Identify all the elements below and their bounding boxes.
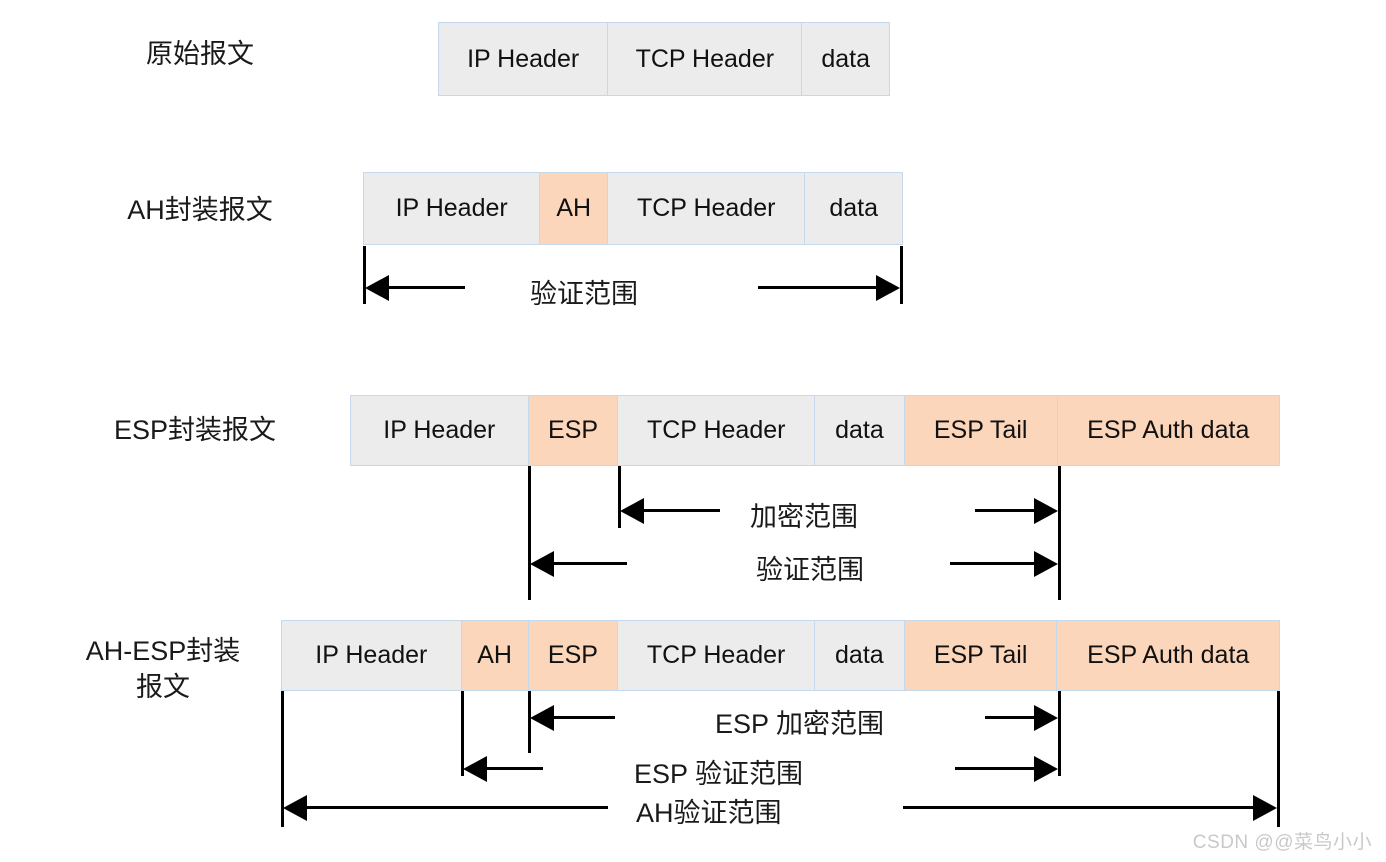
esp-encrypt-arrow-line-left (625, 509, 720, 512)
ah-scope-label: 验证范围 (524, 272, 644, 311)
esp-encrypt-arrow-line-left (535, 716, 615, 719)
esp-encrypt-scope-label: ESP 加密范围 (709, 702, 891, 741)
field-ip-header: IP Header (351, 396, 529, 465)
esp-encrypt-arrowhead-right (1034, 705, 1058, 731)
row-label-original: 原始报文 (146, 39, 254, 69)
esp-encrypt-arrowhead-left (530, 705, 554, 731)
esp-encrypt-scope-left-tick (528, 691, 531, 753)
ah-scope-arrow-line-right (758, 286, 878, 289)
packet-original: IP Header TCP Header data (438, 22, 890, 96)
field-data: data (805, 173, 902, 244)
ah-scope-right-tick (900, 246, 903, 304)
esp-encrypt-arrow-line-right (985, 716, 1038, 719)
field-tcp-header: TCP Header (618, 396, 816, 465)
esp-auth-arrow-line-left (468, 767, 543, 770)
field-esp-tail: ESP Tail (904, 621, 1058, 690)
esp-auth-arrow-line-right (955, 767, 1038, 770)
esp-encrypt-arrow-line-right (975, 509, 1038, 512)
row-label-esp: ESP封装报文 (113, 415, 277, 445)
esp-auth-arrow-line-left (535, 562, 627, 565)
field-data: data (814, 621, 905, 690)
esp-auth-arrowhead-right (1034, 756, 1058, 782)
esp-auth-scope-left-tick (528, 466, 531, 600)
field-data: data (802, 23, 889, 95)
esp-encrypt-scope-left-tick (618, 466, 621, 528)
field-tcp-header: TCP Header (608, 23, 803, 95)
ah-auth-arrowhead-left (283, 795, 307, 821)
esp-auth-arrowhead-right (1034, 551, 1058, 577)
ah-auth-scope-label: AH验证范围 (630, 791, 788, 830)
field-tcp-header: TCP Header (608, 173, 806, 244)
ah-scope-left-tick (281, 691, 284, 827)
esp-auth-arrow-line-right (950, 562, 1038, 565)
ah-scope-right-tick (1277, 691, 1280, 827)
field-esp-auth-data: ESP Auth data (1057, 396, 1280, 465)
field-ip-header: IP Header (439, 23, 609, 95)
ah-scope-arrow-line-left (370, 286, 465, 289)
esp-auth-arrowhead-left (530, 551, 554, 577)
ah-scope-arrowhead-right (876, 275, 900, 301)
ah-scope-left-tick (363, 246, 366, 304)
esp-encrypt-scope-label: 加密范围 (744, 495, 864, 534)
packet-esp: IP Header ESP TCP Header data ESP Tail E… (350, 395, 1280, 466)
esp-auth-scope-label: ESP 验证范围 (628, 752, 810, 791)
ah-auth-arrowhead-right (1253, 795, 1277, 821)
field-ah: AH (461, 621, 529, 690)
row-label-ah-esp: AH-ESP封装 报文 (85, 636, 241, 703)
packet-ah: IP Header AH TCP Header data (363, 172, 903, 245)
field-tcp-header: TCP Header (618, 621, 815, 690)
field-ip-header: IP Header (364, 173, 541, 244)
row-label-ah: AH封装报文 (127, 195, 273, 225)
esp-encrypt-arrowhead-left (620, 498, 644, 524)
field-ip-header: IP Header (282, 621, 462, 690)
field-esp-auth-data: ESP Auth data (1057, 621, 1279, 690)
ah-scope-arrowhead-left (365, 275, 389, 301)
ah-auth-arrow-line-left (288, 806, 608, 809)
field-esp-tail: ESP Tail (904, 396, 1058, 465)
esp-auth-scope-left-tick (461, 691, 464, 776)
field-ah: AH (540, 173, 609, 244)
esp-auth-scope-label: 验证范围 (750, 548, 870, 587)
field-data: data (815, 396, 905, 465)
field-esp: ESP (528, 621, 619, 690)
ah-auth-arrow-line-right (903, 806, 1255, 809)
esp-scope-right-tick (1058, 466, 1061, 600)
field-esp: ESP (528, 396, 619, 465)
esp-auth-arrowhead-left (463, 756, 487, 782)
esp-encrypt-arrowhead-right (1034, 498, 1058, 524)
esp-scope-right-tick (1058, 691, 1061, 776)
csdn-watermark: CSDN @@菜鸟小小 (1192, 832, 1372, 853)
packet-ah-esp: IP Header AH ESP TCP Header data ESP Tai… (281, 620, 1280, 691)
